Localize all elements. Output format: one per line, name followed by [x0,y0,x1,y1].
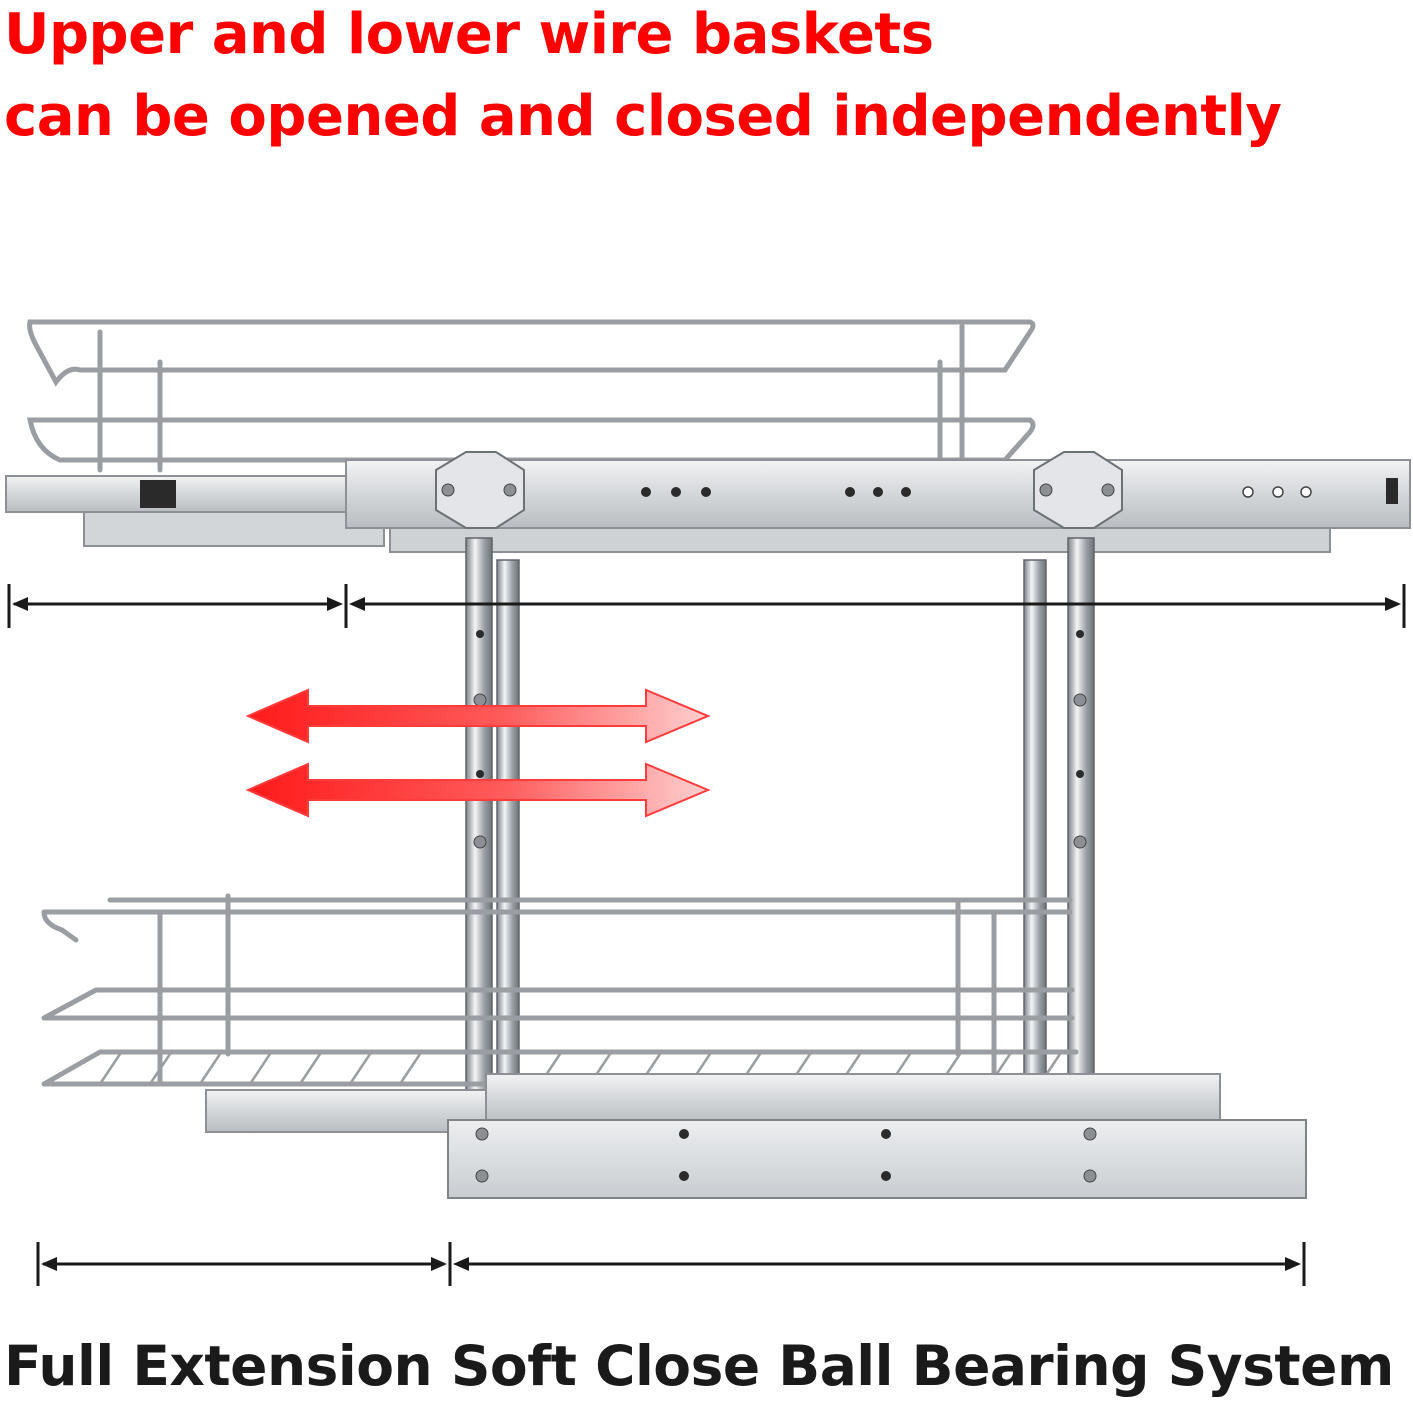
upper-dimension-line [7,584,1406,628]
lower-dimension-line [36,1242,1306,1286]
lower-basket [41,893,1079,1087]
upper-basket [26,319,1036,473]
double-headed-arrow-icon [245,688,711,744]
headline-line-1: Upper and lower wire baskets [4,2,934,67]
headline-line-2: can be opened and closed independently [4,84,1282,149]
upper-slide-rail [5,459,1411,553]
frame-posts [435,451,1123,1129]
double-headed-arrow-icon [245,762,711,818]
lower-slide-rail [205,1073,1307,1199]
footer-caption: Full Extension Soft Close Ball Bearing S… [4,1334,1394,1398]
